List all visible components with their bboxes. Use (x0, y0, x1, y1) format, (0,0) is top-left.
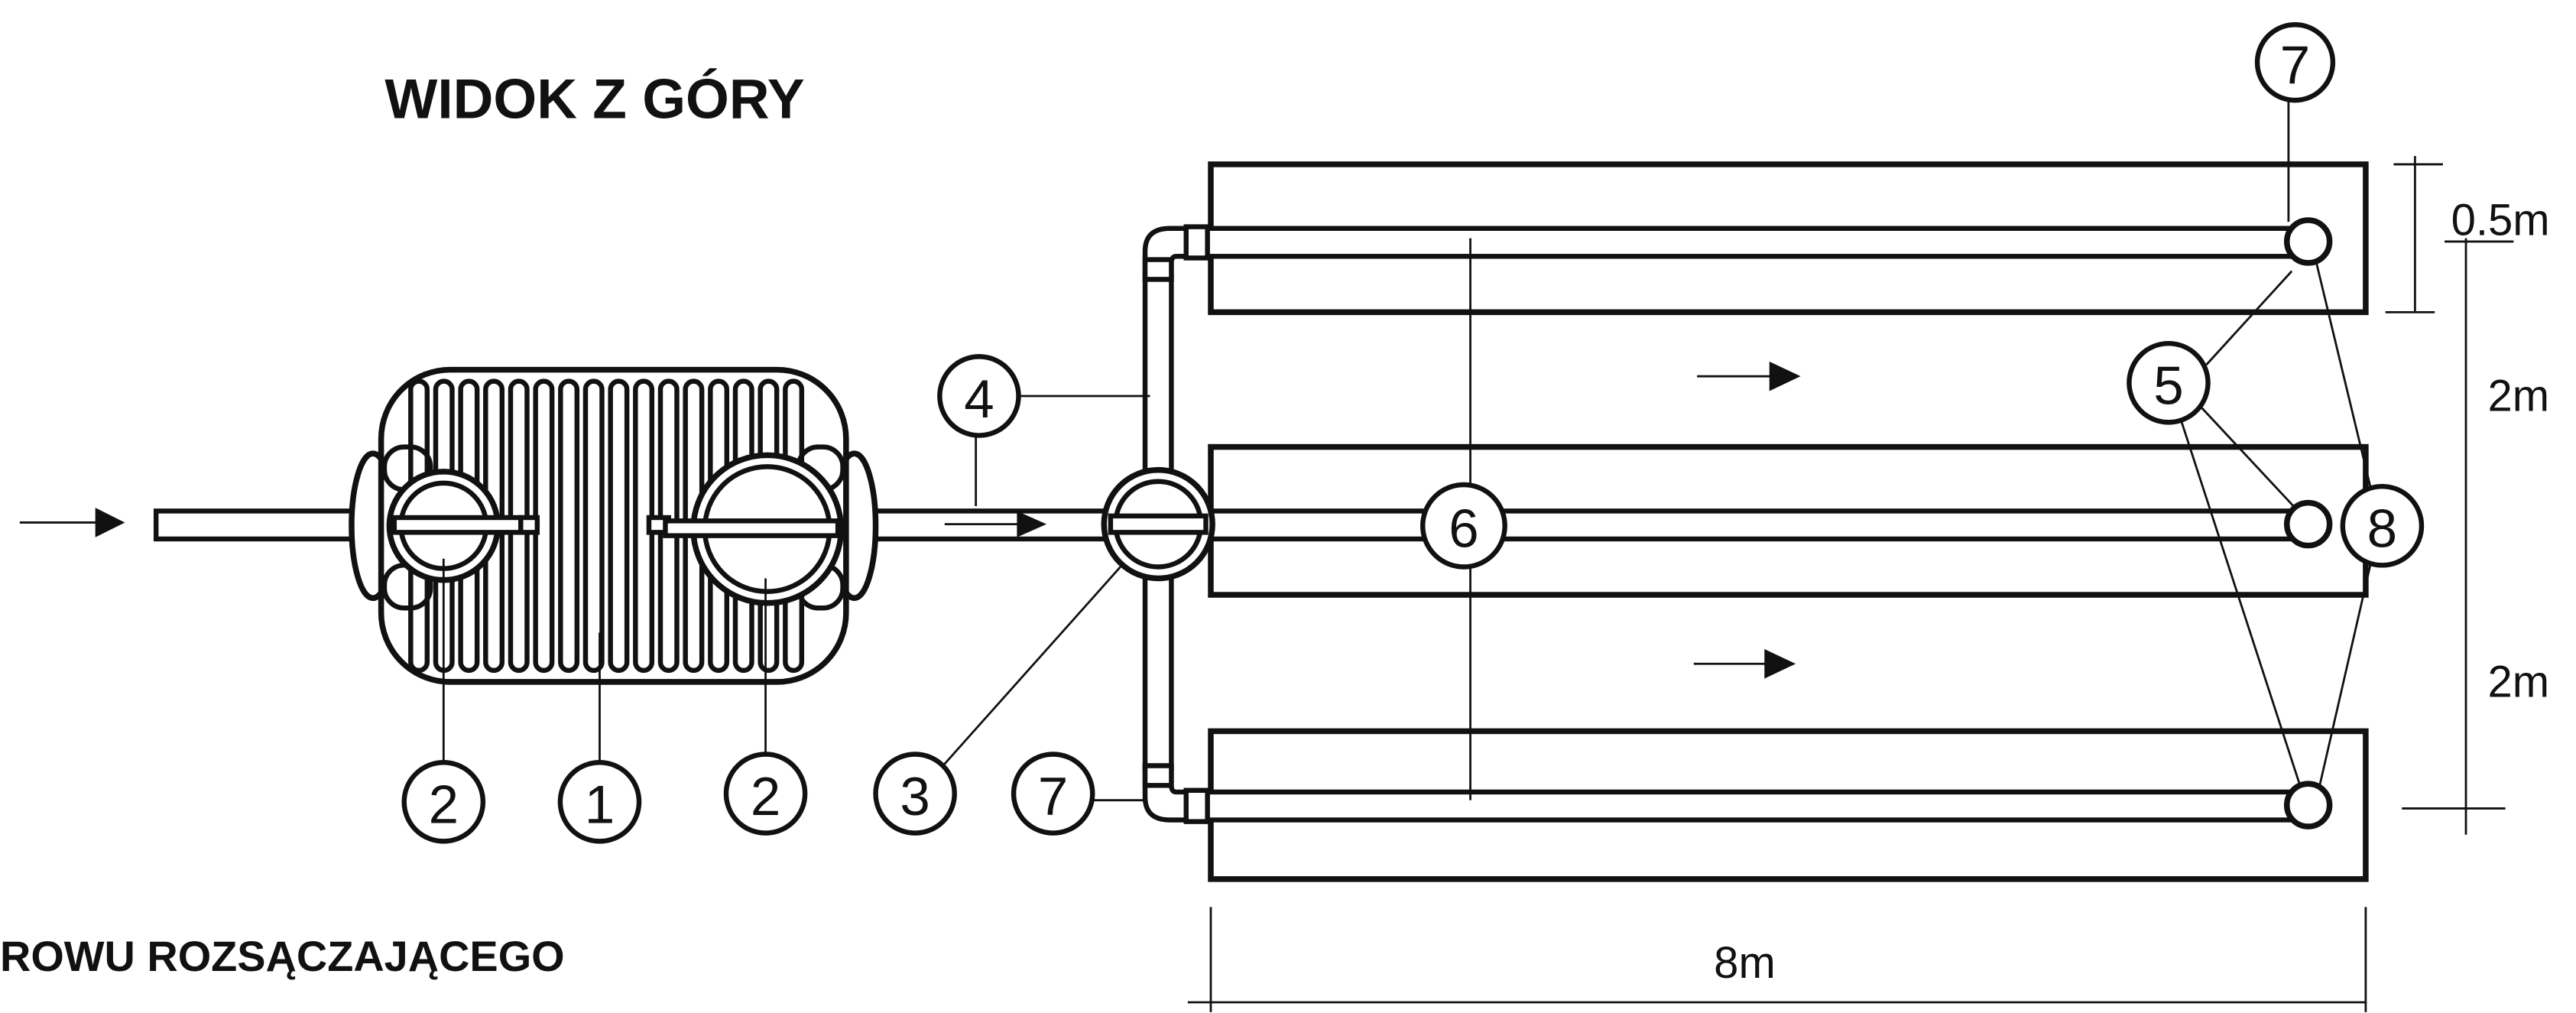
drain-pipe-top (1205, 226, 2298, 259)
callout-7-bottom: 7 (1011, 752, 1095, 836)
svg-text:2: 2 (429, 775, 459, 836)
coupler-bottom (1183, 787, 1210, 824)
dimension-spacing-lower: 2m (2487, 657, 2549, 706)
svg-text:6: 6 (1449, 499, 1478, 560)
callout-5: 5 (2127, 340, 2211, 425)
end-cap-top (2283, 217, 2333, 266)
tank-rib (558, 378, 580, 674)
caption-text: ROWU ROZSĄCZAJĄCEGO (0, 932, 565, 980)
callout-8: 8 (2340, 483, 2425, 568)
manhole-right (663, 452, 845, 606)
end-cap-bottom (2283, 781, 2333, 830)
callout-7-top: 7 (2254, 22, 2336, 103)
svg-text:4: 4 (964, 369, 994, 430)
flow-arrow-upper (1697, 361, 1801, 391)
septic-tank (349, 366, 879, 685)
callout-3: 3 (873, 752, 957, 836)
flow-arrow-lower (1693, 648, 1796, 679)
drain-pipe-middle (1196, 508, 2298, 542)
tank-inner-pipe (518, 515, 540, 535)
callout-4: 4 (937, 354, 1021, 438)
inlet-arrow (19, 508, 125, 537)
dimension-trench-length: 8m (1714, 938, 1776, 988)
distribution-box (1101, 466, 1215, 582)
svg-text:7: 7 (1038, 767, 1068, 827)
svg-text:5: 5 (2153, 356, 2183, 417)
end-cap-middle (2283, 499, 2333, 549)
callout-1: 1 (557, 760, 642, 844)
dimension-spacing-upper: 2m (2487, 371, 2549, 420)
manhole-left (386, 469, 524, 583)
tank-body (378, 366, 849, 685)
coupler-top (1183, 224, 1210, 261)
svg-text:7: 7 (2280, 35, 2310, 96)
svg-text:2: 2 (751, 767, 780, 827)
callout-6: 6 (1420, 482, 1507, 570)
tank-rib (582, 378, 605, 674)
dimension-lines (1187, 156, 2514, 1012)
svg-text:3: 3 (900, 767, 930, 827)
svg-text:1: 1 (585, 775, 615, 836)
callout-2-right: 2 (723, 752, 808, 836)
diagram-title: WIDOK Z GÓRY (384, 69, 804, 131)
callout-2-left: 2 (401, 760, 486, 844)
drain-pipe-bottom (1205, 789, 2298, 823)
flow-arrow-pipe (944, 511, 1047, 537)
tank-rib (608, 378, 630, 674)
svg-text:8: 8 (2367, 499, 2397, 560)
dimension-trench-width: 0.5m (2451, 195, 2550, 245)
